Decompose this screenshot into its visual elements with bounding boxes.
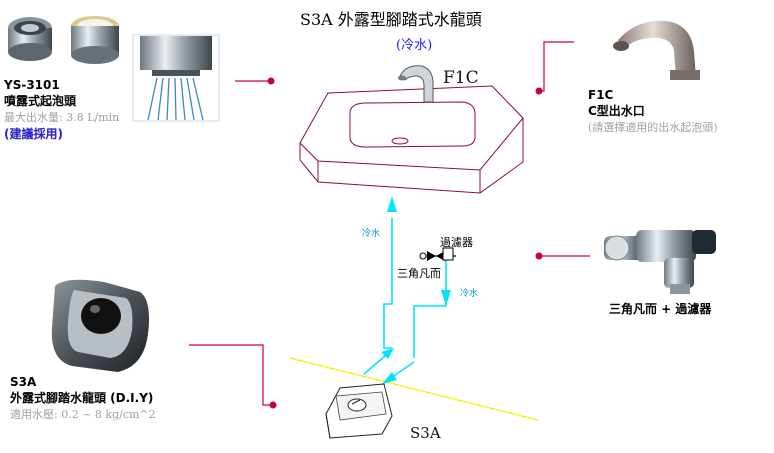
pedal-photo	[51, 279, 150, 372]
pedal-schematic-label: S3A	[410, 424, 441, 442]
aerator-photo	[8, 16, 119, 64]
valve-filter-photo	[604, 230, 716, 294]
aerator-model: YS-3101	[4, 78, 60, 92]
page-title: S3A 外露型腳踏式水龍頭	[300, 10, 482, 29]
sink-drawing	[299, 85, 524, 194]
spout-photo	[613, 20, 700, 80]
faucet-drawing	[398, 65, 434, 103]
filter-label: 過濾器	[440, 236, 473, 249]
valve-schematic	[419, 247, 456, 261]
pedal-info: S3A 外露式腳踏水龍頭 (D.I.Y) 適用水壓: 0.2 ~ 8 kg/cm…	[10, 375, 156, 422]
cold-water-pipe-label: 冷水	[362, 229, 381, 239]
floor-line	[289, 357, 539, 421]
spout-info: F1C C型出水口 (請選擇適用的出水起泡頭)	[588, 88, 718, 135]
aerator-recommend: (建議採用)	[4, 127, 63, 141]
spout-note: (請選擇適用的出水起泡頭)	[588, 121, 718, 134]
aerator-max-flow: 最大出水量: 3.8 L/min	[4, 111, 120, 124]
water-stream-photo	[132, 34, 220, 122]
pedal-pressure: 適用水壓: 0.2 ~ 8 kg/cm^2	[10, 408, 156, 421]
valve-filter-label: 三角凡而 + 過濾器	[609, 302, 712, 316]
pedal-model: S3A	[10, 375, 37, 389]
cold-water-subtitle: (冷水)	[396, 38, 433, 53]
pipe-arrows	[381, 196, 451, 384]
spout-name: C型出水口	[588, 104, 645, 118]
leader-dots	[267, 77, 543, 409]
pipes	[363, 218, 452, 381]
valve-label: 三角凡而	[397, 267, 441, 280]
spout-model: F1C	[588, 88, 614, 102]
faucet-label: F1C	[443, 68, 479, 88]
pedal-name: 外露式腳踏水龍頭 (D.I.Y)	[10, 391, 154, 405]
cold-water-pipe-label-2: 冷水	[460, 289, 479, 299]
aerator-info: YS-3101 噴露式起泡頭 最大出水量: 3.8 L/min (建議採用)	[4, 78, 119, 142]
aerator-name: 噴露式起泡頭	[4, 94, 77, 108]
pedal-schematic	[325, 383, 393, 439]
